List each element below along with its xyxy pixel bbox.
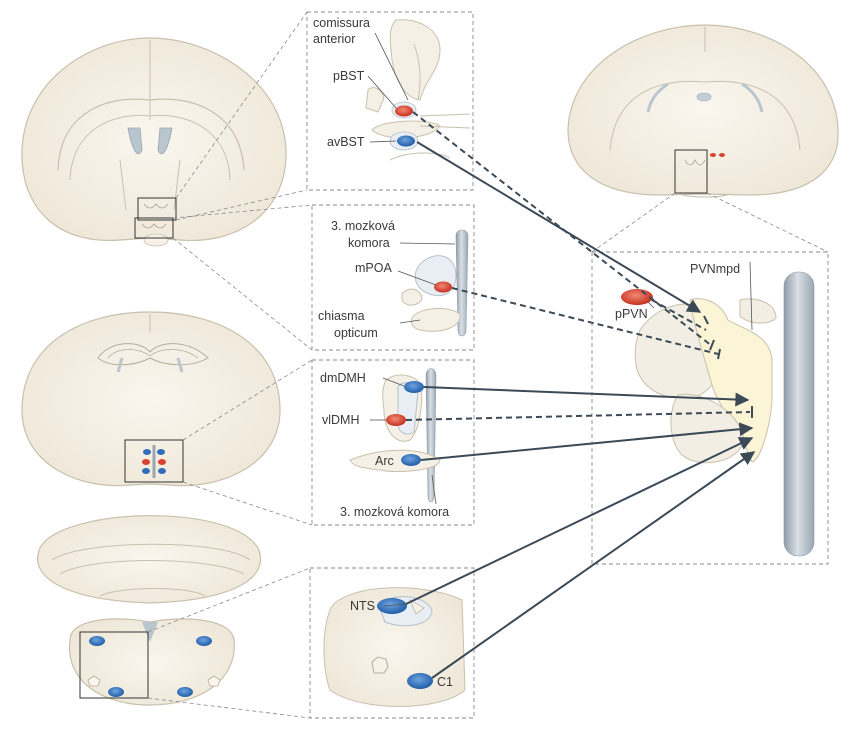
c1-dot	[407, 673, 433, 689]
label-nts: NTS	[350, 599, 375, 613]
label-arc: Arc	[375, 454, 394, 468]
inset-box-brainstem	[309, 567, 475, 719]
label-mpoa: mPOA	[355, 261, 392, 275]
brain-section-brainstem	[37, 515, 262, 706]
brain-section-hypothalamus	[21, 311, 281, 487]
arrow-nts-pvn	[405, 437, 754, 605]
brain-section-forebrain-anterior	[21, 37, 287, 247]
arrow-dmdmh-pvn	[423, 386, 750, 407]
zoom-lines	[147, 11, 829, 719]
label-avbst: avBST	[327, 135, 365, 149]
avbst-dot	[397, 135, 415, 147]
label-ppvn: pPVN	[615, 307, 648, 321]
label-chiasma-1: chiasma	[318, 309, 365, 323]
inset-box-mpoa	[311, 204, 475, 351]
leader-lines	[367, 32, 753, 607]
arrow-ppvn-pvn	[651, 299, 707, 331]
label-pvnmpd: PVNmpd	[690, 262, 740, 276]
label-pbst: pBST	[333, 69, 365, 83]
label-chiasma-2: opticum	[334, 326, 378, 340]
projection-arrows	[405, 111, 756, 679]
brain-section-pvn-level	[567, 24, 839, 198]
label-3-ventricle-top-2: komora	[348, 236, 390, 250]
inhibitory-terminals	[703, 315, 753, 418]
label-commissura-1: comissura	[313, 16, 370, 30]
label-3-ventricle-top-1: 3. mozková	[331, 219, 395, 233]
label-commissura-2: anterior	[313, 32, 355, 46]
vldmh-dot	[386, 414, 406, 426]
arrow-arc-pvn	[420, 422, 754, 461]
label-vldmh: vlDMH	[322, 413, 360, 427]
label-3-ventricle-bottom: 3. mozková komora	[340, 505, 449, 519]
arrow-c1-pvn	[431, 451, 756, 679]
nts-dot	[377, 598, 407, 614]
arc-dot	[401, 454, 421, 466]
label-dmdmh: dmDMH	[320, 371, 366, 385]
arrow-mpoa-pvn	[451, 287, 719, 355]
pbst-dot	[395, 105, 413, 117]
arrow-vldmh-pvn	[405, 411, 751, 421]
label-c1: C1	[437, 675, 453, 689]
arrow-pbst-pvn	[412, 111, 713, 347]
inset-box-pvn	[591, 251, 829, 565]
mpoa-dot	[434, 281, 452, 293]
dmdmh-dot	[404, 381, 424, 393]
